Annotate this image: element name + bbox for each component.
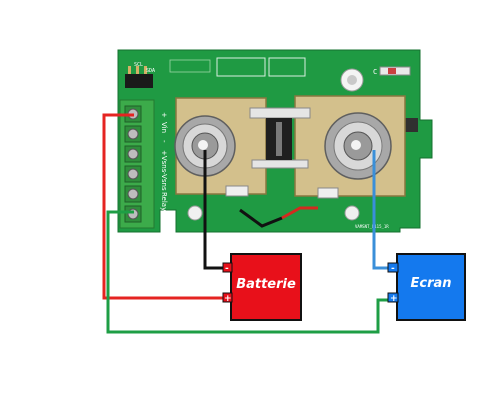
wire-green [106, 210, 396, 334]
screen-plus-sign: + [390, 294, 398, 304]
wire-black [203, 150, 230, 270]
svg-text:VAMSNT_P115_1R: VAMSNT_P115_1R [355, 224, 389, 229]
battery-label: Batterie [236, 277, 296, 292]
battery-plus-sign: + [224, 294, 232, 304]
wire-red [102, 113, 230, 300]
terminal-label-minus: - [160, 140, 168, 143]
terminal-label-plus: + [160, 112, 168, 118]
screen-label: Ecran [410, 276, 451, 291]
battery-box: - + Batterie [222, 253, 302, 321]
screen-minus-sign: - [391, 264, 395, 274]
right-bolt-terminal [324, 112, 392, 180]
battery-minus-sign: - [225, 264, 229, 274]
terminal-label-vsns-plus: +Vsns [160, 150, 168, 173]
terminal-screw-head [127, 128, 139, 140]
screen-box: - + Ecran [387, 253, 466, 321]
terminal-screw-head [127, 148, 139, 160]
terminal-screw-head [127, 168, 139, 180]
scl-label: SCL [134, 62, 143, 68]
terminal-label-vsns-minus: -Vsns [160, 172, 168, 191]
svg-text:C: C [373, 68, 377, 76]
terminal-block: + Vin - +Vsns -Vsns Relay+ [119, 99, 168, 229]
terminal-label-vin: Vin [160, 122, 168, 133]
terminal-label-relay: Relay+ [160, 192, 168, 217]
sda-label: SDA [146, 68, 155, 74]
terminal-screw-head [127, 188, 139, 200]
